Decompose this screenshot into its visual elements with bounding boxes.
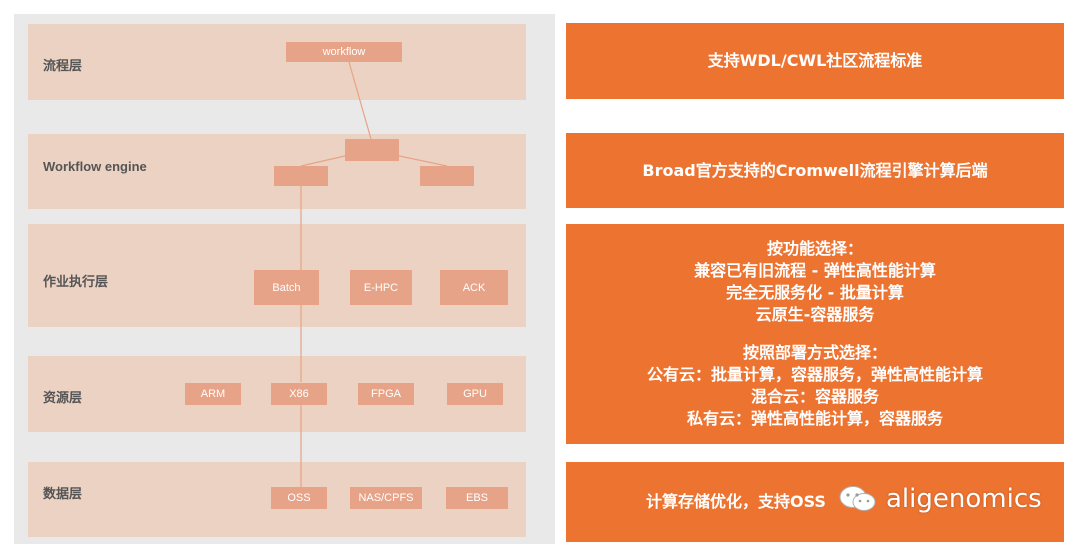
watermark-text: aligenomics [886, 484, 1042, 514]
feature-line: 按功能选择： [766, 239, 863, 258]
layer-label: Workflow engine [43, 159, 147, 174]
feature-box-storage: 计算存储优化，支持OSS [566, 462, 1064, 542]
feature-line: 按照部署方式选择： [742, 343, 887, 362]
layer-label: 资源层 [43, 390, 83, 405]
node-arm: ARM [185, 383, 241, 405]
feature-text: Broad官方支持的Cromwell流程引擎计算后端 [642, 160, 988, 180]
node-x86: X86 [271, 383, 327, 405]
layer-label: 流程层 [43, 58, 83, 73]
node-fpga: FPGA [358, 383, 414, 405]
node-ehpc: E-HPC [350, 270, 412, 305]
feature-box-cromwell: Broad官方支持的Cromwell流程引擎计算后端 [566, 133, 1064, 208]
feature-line: 私有云：弹性高性能计算，容器服务 [686, 409, 943, 428]
node-engine-right [420, 166, 474, 186]
feature-line: 混合云：容器服务 [750, 387, 879, 406]
feature-text: 计算存储优化，支持OSS [646, 492, 826, 511]
node-ebs: EBS [446, 487, 508, 509]
feature-text: 支持WDL/CWL社区流程标准 [707, 51, 923, 70]
feature-box-workflow-standard: 支持WDL/CWL社区流程标准 [566, 23, 1064, 99]
node-nas-cpfs: NAS/CPFS [350, 487, 422, 509]
node-engine-left [274, 166, 328, 186]
watermark: aligenomics [838, 484, 1042, 514]
feature-line: 公有云：批量计算，容器服务，弹性高性能计算 [646, 365, 983, 384]
node-batch: Batch [254, 270, 319, 305]
layer-label: 数据层 [43, 486, 83, 501]
feature-line: 完全无服务化 - 批量计算 [726, 283, 904, 302]
node-workflow: workflow [286, 42, 402, 62]
node-ack: ACK [440, 270, 508, 305]
node-oss: OSS [271, 487, 327, 509]
node-gpu: GPU [447, 383, 503, 405]
feature-box-selection: 按功能选择： 兼容已有旧流程 - 弹性高性能计算 完全无服务化 - 批量计算 云… [566, 224, 1064, 444]
layer-workflow: 流程层 [28, 24, 526, 100]
feature-line: 兼容已有旧流程 - 弹性高性能计算 [694, 261, 936, 280]
layer-label: 作业执行层 [43, 274, 109, 289]
node-engine-root [345, 139, 399, 161]
wechat-icon [838, 484, 878, 514]
feature-line: 云原生-容器服务 [755, 305, 875, 324]
